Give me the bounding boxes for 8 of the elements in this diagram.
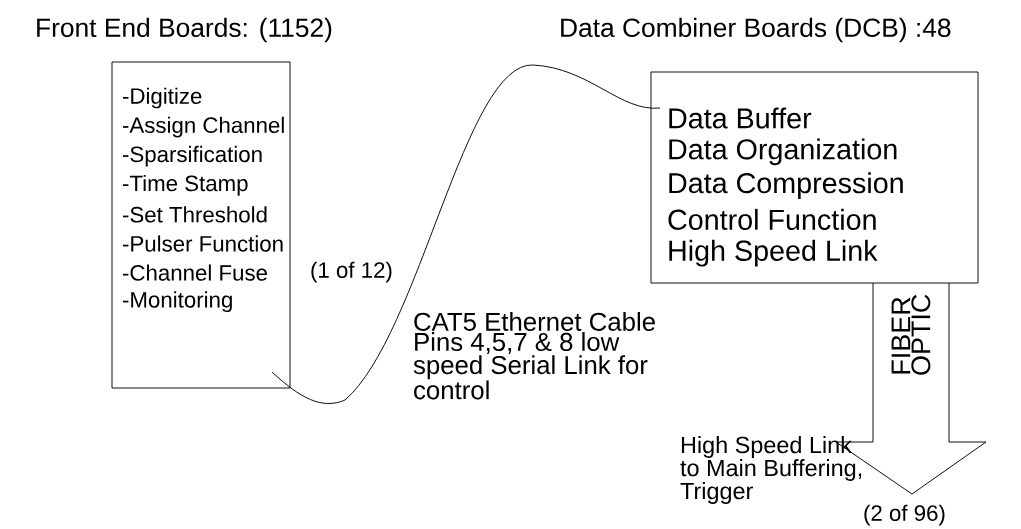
caption-text: High Speed Link to Main Buffering, Trigger: [680, 436, 862, 504]
edge-label: CAT5 Ethernet Cable Pins 4,5,7 & 8 low speed Serial Link for control: [413, 312, 655, 400]
node-label: Data Combiner Boards (DCB) :48: [561, 17, 951, 43]
board-box: Data Combiner Boards (DCB) :48 Data Buffer Data Organization Data Compression Control Function High Speed Link: [561, 17, 979, 284]
count-text: (1 of 12): [311, 261, 392, 283]
node-label: Front End Boards: (1152): [37, 17, 332, 43]
count-text: (2 of 96): [864, 504, 945, 526]
cable-line: [271, 64, 661, 404]
